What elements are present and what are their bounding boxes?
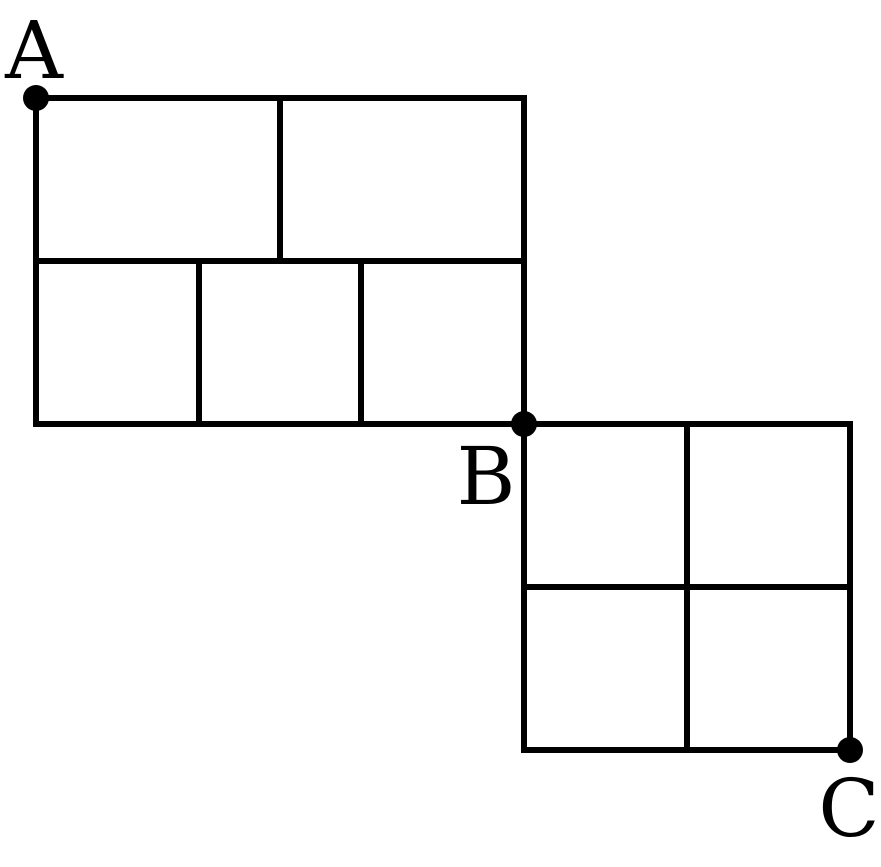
point-b-dot bbox=[511, 411, 537, 437]
point-b: B bbox=[457, 411, 537, 523]
point-c-dot bbox=[837, 737, 863, 763]
upper-left-grid bbox=[33, 95, 527, 427]
point-c: C bbox=[818, 737, 880, 855]
point-c-label: C bbox=[818, 762, 879, 855]
point-a: A bbox=[4, 4, 64, 111]
point-b-label: B bbox=[457, 430, 516, 523]
point-a-label: A bbox=[4, 4, 64, 97]
lower-right-grid bbox=[521, 421, 853, 753]
point-a-dot bbox=[23, 85, 49, 111]
